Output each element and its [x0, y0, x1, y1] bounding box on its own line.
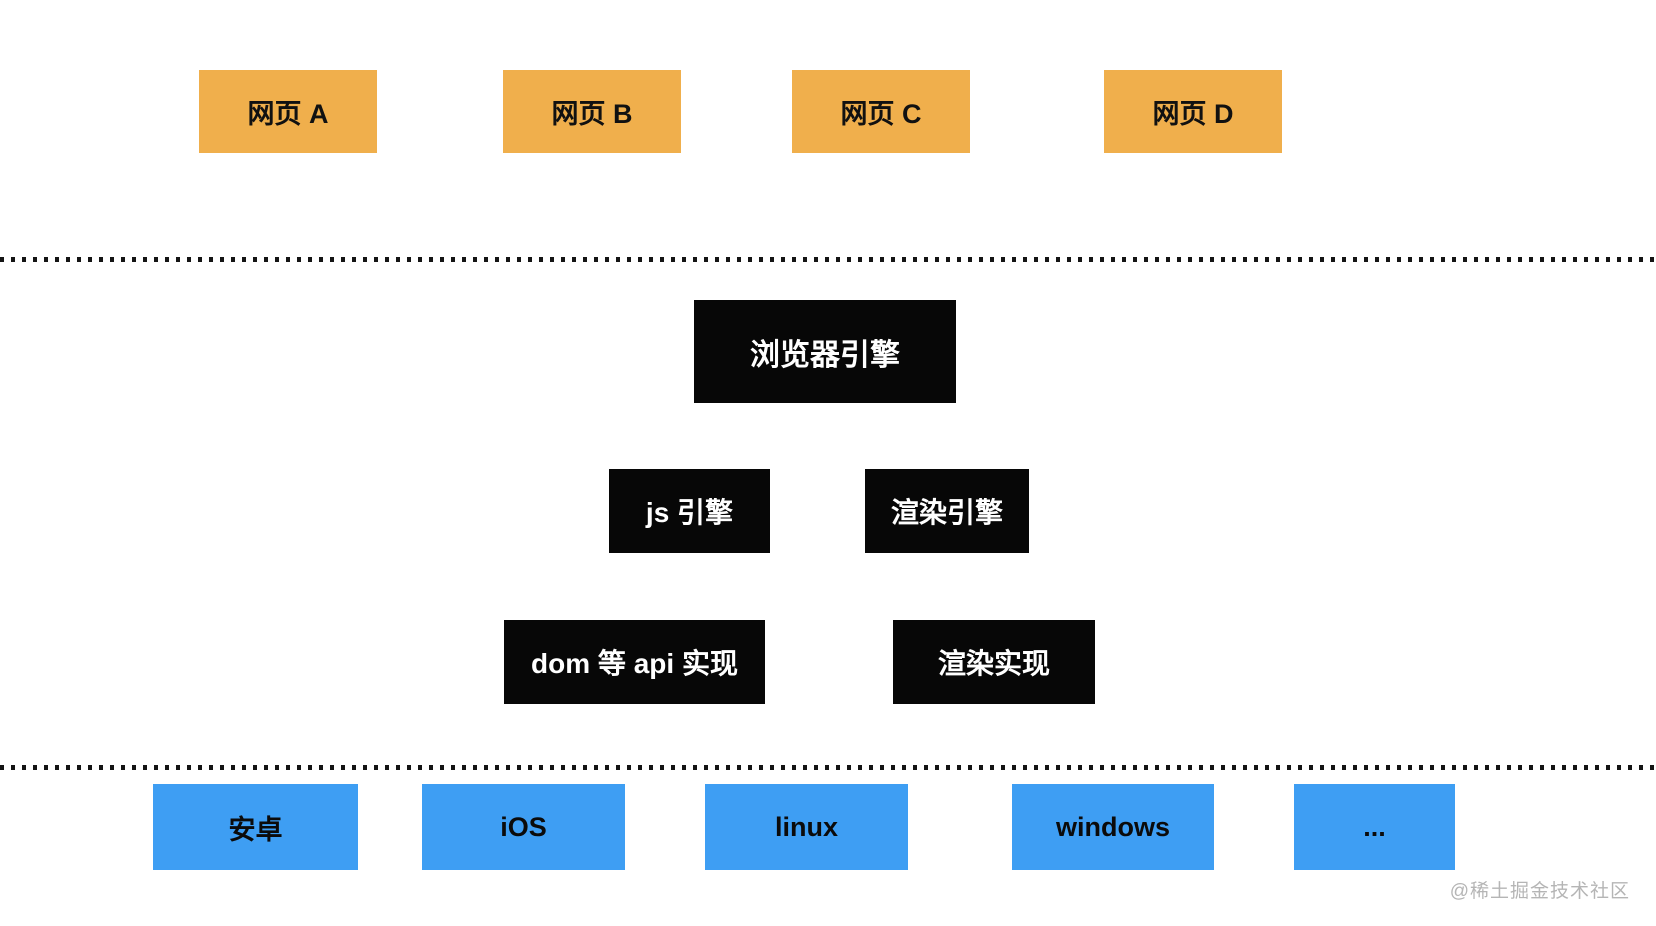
diagram-node-platform-more: ...: [1294, 784, 1455, 870]
dotted-divider-bottom: [0, 765, 1656, 770]
diagram-node-webpage-c: 网页 C: [792, 70, 970, 153]
diagram-node-render-impl: 渲染实现: [893, 620, 1095, 704]
diagram-node-platform-android: 安卓: [153, 784, 358, 870]
diagram-node-js-engine: js 引擎: [609, 469, 770, 553]
dotted-divider-top: [0, 257, 1656, 262]
diagram-node-webpage-a: 网页 A: [199, 70, 377, 153]
diagram-node-platform-linux: linux: [705, 784, 908, 870]
diagram-node-browser-engine: 浏览器引擎: [694, 300, 956, 403]
diagram-node-render-engine: 渲染引擎: [865, 469, 1029, 553]
diagram-node-webpage-d: 网页 D: [1104, 70, 1282, 153]
diagram-node-platform-windows: windows: [1012, 784, 1214, 870]
diagram-node-dom-api-impl: dom 等 api 实现: [504, 620, 765, 704]
juejin-watermark: @稀土掘金技术社区: [1449, 881, 1630, 902]
diagram-node-platform-ios: iOS: [422, 784, 625, 870]
diagram-node-webpage-b: 网页 B: [503, 70, 681, 153]
